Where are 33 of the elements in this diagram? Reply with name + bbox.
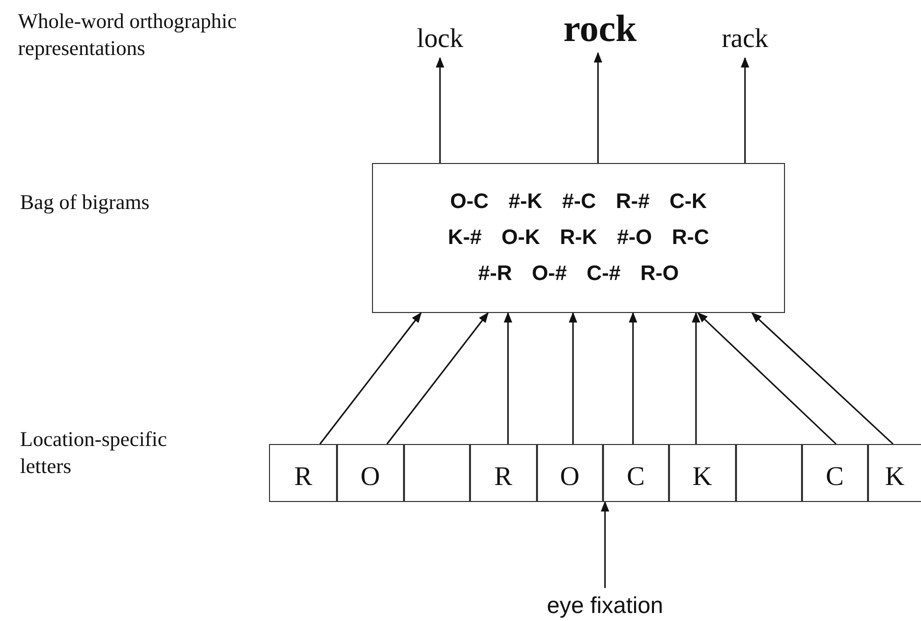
bigram-row-text: #-R O-# C-# R-O bbox=[478, 261, 679, 287]
letter-slot: O bbox=[336, 444, 404, 502]
fixation-label: eye fixation bbox=[535, 588, 675, 621]
bigram-row-text: O-C #-K #-C R-# C-K bbox=[450, 189, 707, 215]
word-label: lock bbox=[405, 18, 475, 58]
arrow bbox=[692, 312, 700, 444]
level-label: Bag of bigrams bbox=[20, 189, 150, 216]
arrow bbox=[504, 312, 512, 444]
arrow bbox=[594, 52, 602, 163]
letter-slot: C bbox=[801, 444, 868, 502]
arrow bbox=[751, 312, 894, 445]
arrow bbox=[386, 312, 489, 444]
bigram-box bbox=[372, 163, 785, 313]
arrow bbox=[436, 56, 444, 163]
letter-slot: O bbox=[536, 444, 604, 502]
bigram-row-text: K-# O-K R-K #-O R-C bbox=[448, 225, 710, 251]
arrow bbox=[628, 312, 638, 444]
arrow bbox=[568, 312, 578, 444]
letter-slot: C bbox=[602, 444, 670, 502]
letter-slot: R bbox=[469, 444, 538, 502]
arrow bbox=[319, 312, 422, 444]
word-label: rock bbox=[545, 5, 655, 53]
level-label: Location-specific letters bbox=[20, 426, 168, 480]
word-label: rack bbox=[710, 18, 780, 58]
arrow bbox=[697, 312, 837, 445]
arrow bbox=[600, 500, 610, 588]
letter-slot: K bbox=[867, 444, 921, 502]
level-label: Whole-word orthographic representations bbox=[18, 8, 238, 62]
letter-slot: R bbox=[269, 444, 338, 502]
letter-slot bbox=[403, 444, 470, 502]
letter-slot: K bbox=[668, 444, 736, 502]
letter-slot bbox=[735, 444, 802, 502]
arrow bbox=[740, 56, 750, 163]
